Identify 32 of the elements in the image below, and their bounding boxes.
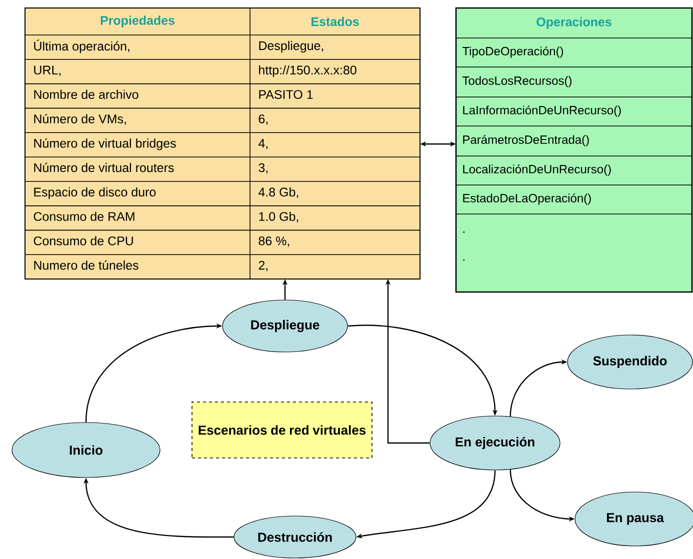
table-cell: Número de virtual routers — [34, 162, 174, 172]
table-cell: 4, — [258, 139, 268, 150]
ellipsis-dot: . — [463, 232, 464, 233]
table-header: Operaciones — [536, 17, 612, 29]
table-cell: Última operación, — [34, 40, 130, 54]
table-cell: Espacio de disco duro — [34, 187, 156, 199]
note-box: Escenarios de red virtuales — [192, 402, 372, 458]
table-cell: Consumo de RAM — [34, 212, 134, 221]
method-cell: TodosLosRecursos() — [462, 76, 572, 88]
table-cell: Nombre de archivo — [34, 90, 138, 99]
table-cell: Número de VMs, — [34, 114, 126, 125]
table-cell: PASITO 1 — [259, 90, 313, 99]
table-cell: Numero de túneles — [34, 260, 138, 270]
ellipsis-dot: . — [463, 260, 464, 261]
table-cell: 1.0 Gb, — [259, 212, 298, 222]
method-cell: ParámetrosDeEntrada() — [463, 134, 589, 146]
table-header: Propiedades — [100, 16, 175, 28]
table-cell: http://150.x.x.x:80 — [259, 65, 356, 77]
method-cell: LaInformaciónDeUnRecurso() — [463, 105, 621, 117]
table-cell: Consumo de CPU — [34, 236, 133, 246]
table-cell: 6, — [258, 114, 268, 125]
method-cell: EstadoDeLaOperación() — [463, 193, 591, 205]
method-cell: TipoDeOperación() — [462, 46, 564, 58]
table-cell: Despliegue, — [259, 40, 324, 53]
table-header: Estados — [312, 16, 359, 26]
method-cell: LocalizaciónDeUnRecurso() — [463, 164, 611, 176]
table-cell: 4.8 Gb, — [258, 187, 298, 198]
table-cell: 86 %, — [258, 236, 290, 247]
table-cell: 3, — [258, 163, 268, 174]
table-cell: Número de virtual bridges — [34, 138, 176, 150]
table-cell: URL, — [34, 66, 61, 76]
table-cell: 2, — [258, 260, 268, 272]
